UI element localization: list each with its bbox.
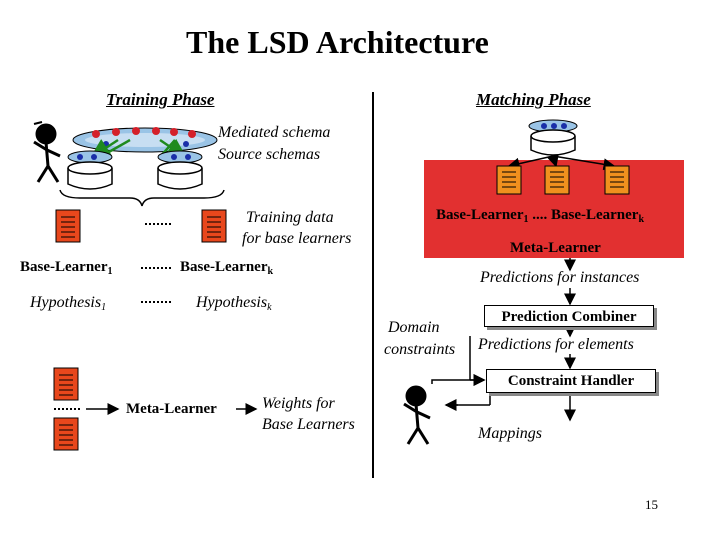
training-data-doc-1-icon xyxy=(55,209,81,243)
base-learner-k-label: Base-Learnerk xyxy=(180,259,274,277)
predictions-elements-label: Predictions for elements xyxy=(478,336,634,353)
matching-doc-3-icon xyxy=(604,165,630,195)
constraints-label: constraints xyxy=(384,341,456,358)
hypothesis-doc-1-icon xyxy=(53,367,79,401)
domain-label: Domain xyxy=(388,319,440,336)
training-phase-label: Training Phase xyxy=(106,90,215,109)
matching-meta-learner-label: Meta-Learner xyxy=(510,240,601,256)
user-figure-icon xyxy=(33,121,61,183)
hypothesis-doc-k-icon xyxy=(53,417,79,451)
weights-label-2: Base Learners xyxy=(262,416,355,433)
training-data-doc-k-icon xyxy=(201,209,227,243)
matching-base-learners-label: Base-Learner1 .... Base-Learnerk xyxy=(436,207,645,225)
predictions-instances-label: Predictions for instances xyxy=(480,269,640,286)
matching-doc-1-icon xyxy=(496,165,522,195)
source-brace xyxy=(59,189,225,207)
training-data-label-1: Training data xyxy=(246,209,334,226)
training-data-label-2: for base learners xyxy=(242,230,352,247)
page-number: 15 xyxy=(645,497,658,512)
source-schema-2-icon xyxy=(157,150,203,190)
hypothesis-1-label: Hypothesis1 xyxy=(30,294,107,313)
source-schema-1-icon xyxy=(67,150,113,190)
mediated-schema-label: Mediated schema xyxy=(218,124,331,141)
hypothesis-k-label: Hypothesisk xyxy=(196,294,272,313)
mappings-label: Mappings xyxy=(478,425,542,442)
prediction-combiner-box: Prediction Combiner xyxy=(484,305,654,327)
matching-phase-label: Matching Phase xyxy=(476,90,591,109)
matching-mediated-schema-icon xyxy=(528,119,578,156)
page-title: The LSD Architecture xyxy=(186,24,489,60)
weights-label-1: Weights for xyxy=(262,395,335,412)
source-schemas-label: Source schemas xyxy=(218,146,321,163)
matching-user-figure-icon xyxy=(403,385,431,445)
mediated-schema-graph-icon xyxy=(72,127,218,159)
matching-doc-2-icon xyxy=(544,165,570,195)
training-meta-learner-label: Meta-Learner xyxy=(126,401,217,417)
constraint-handler-box: Constraint Handler xyxy=(486,369,656,393)
base-learner-1-label: Base-Learner1 xyxy=(20,259,113,277)
